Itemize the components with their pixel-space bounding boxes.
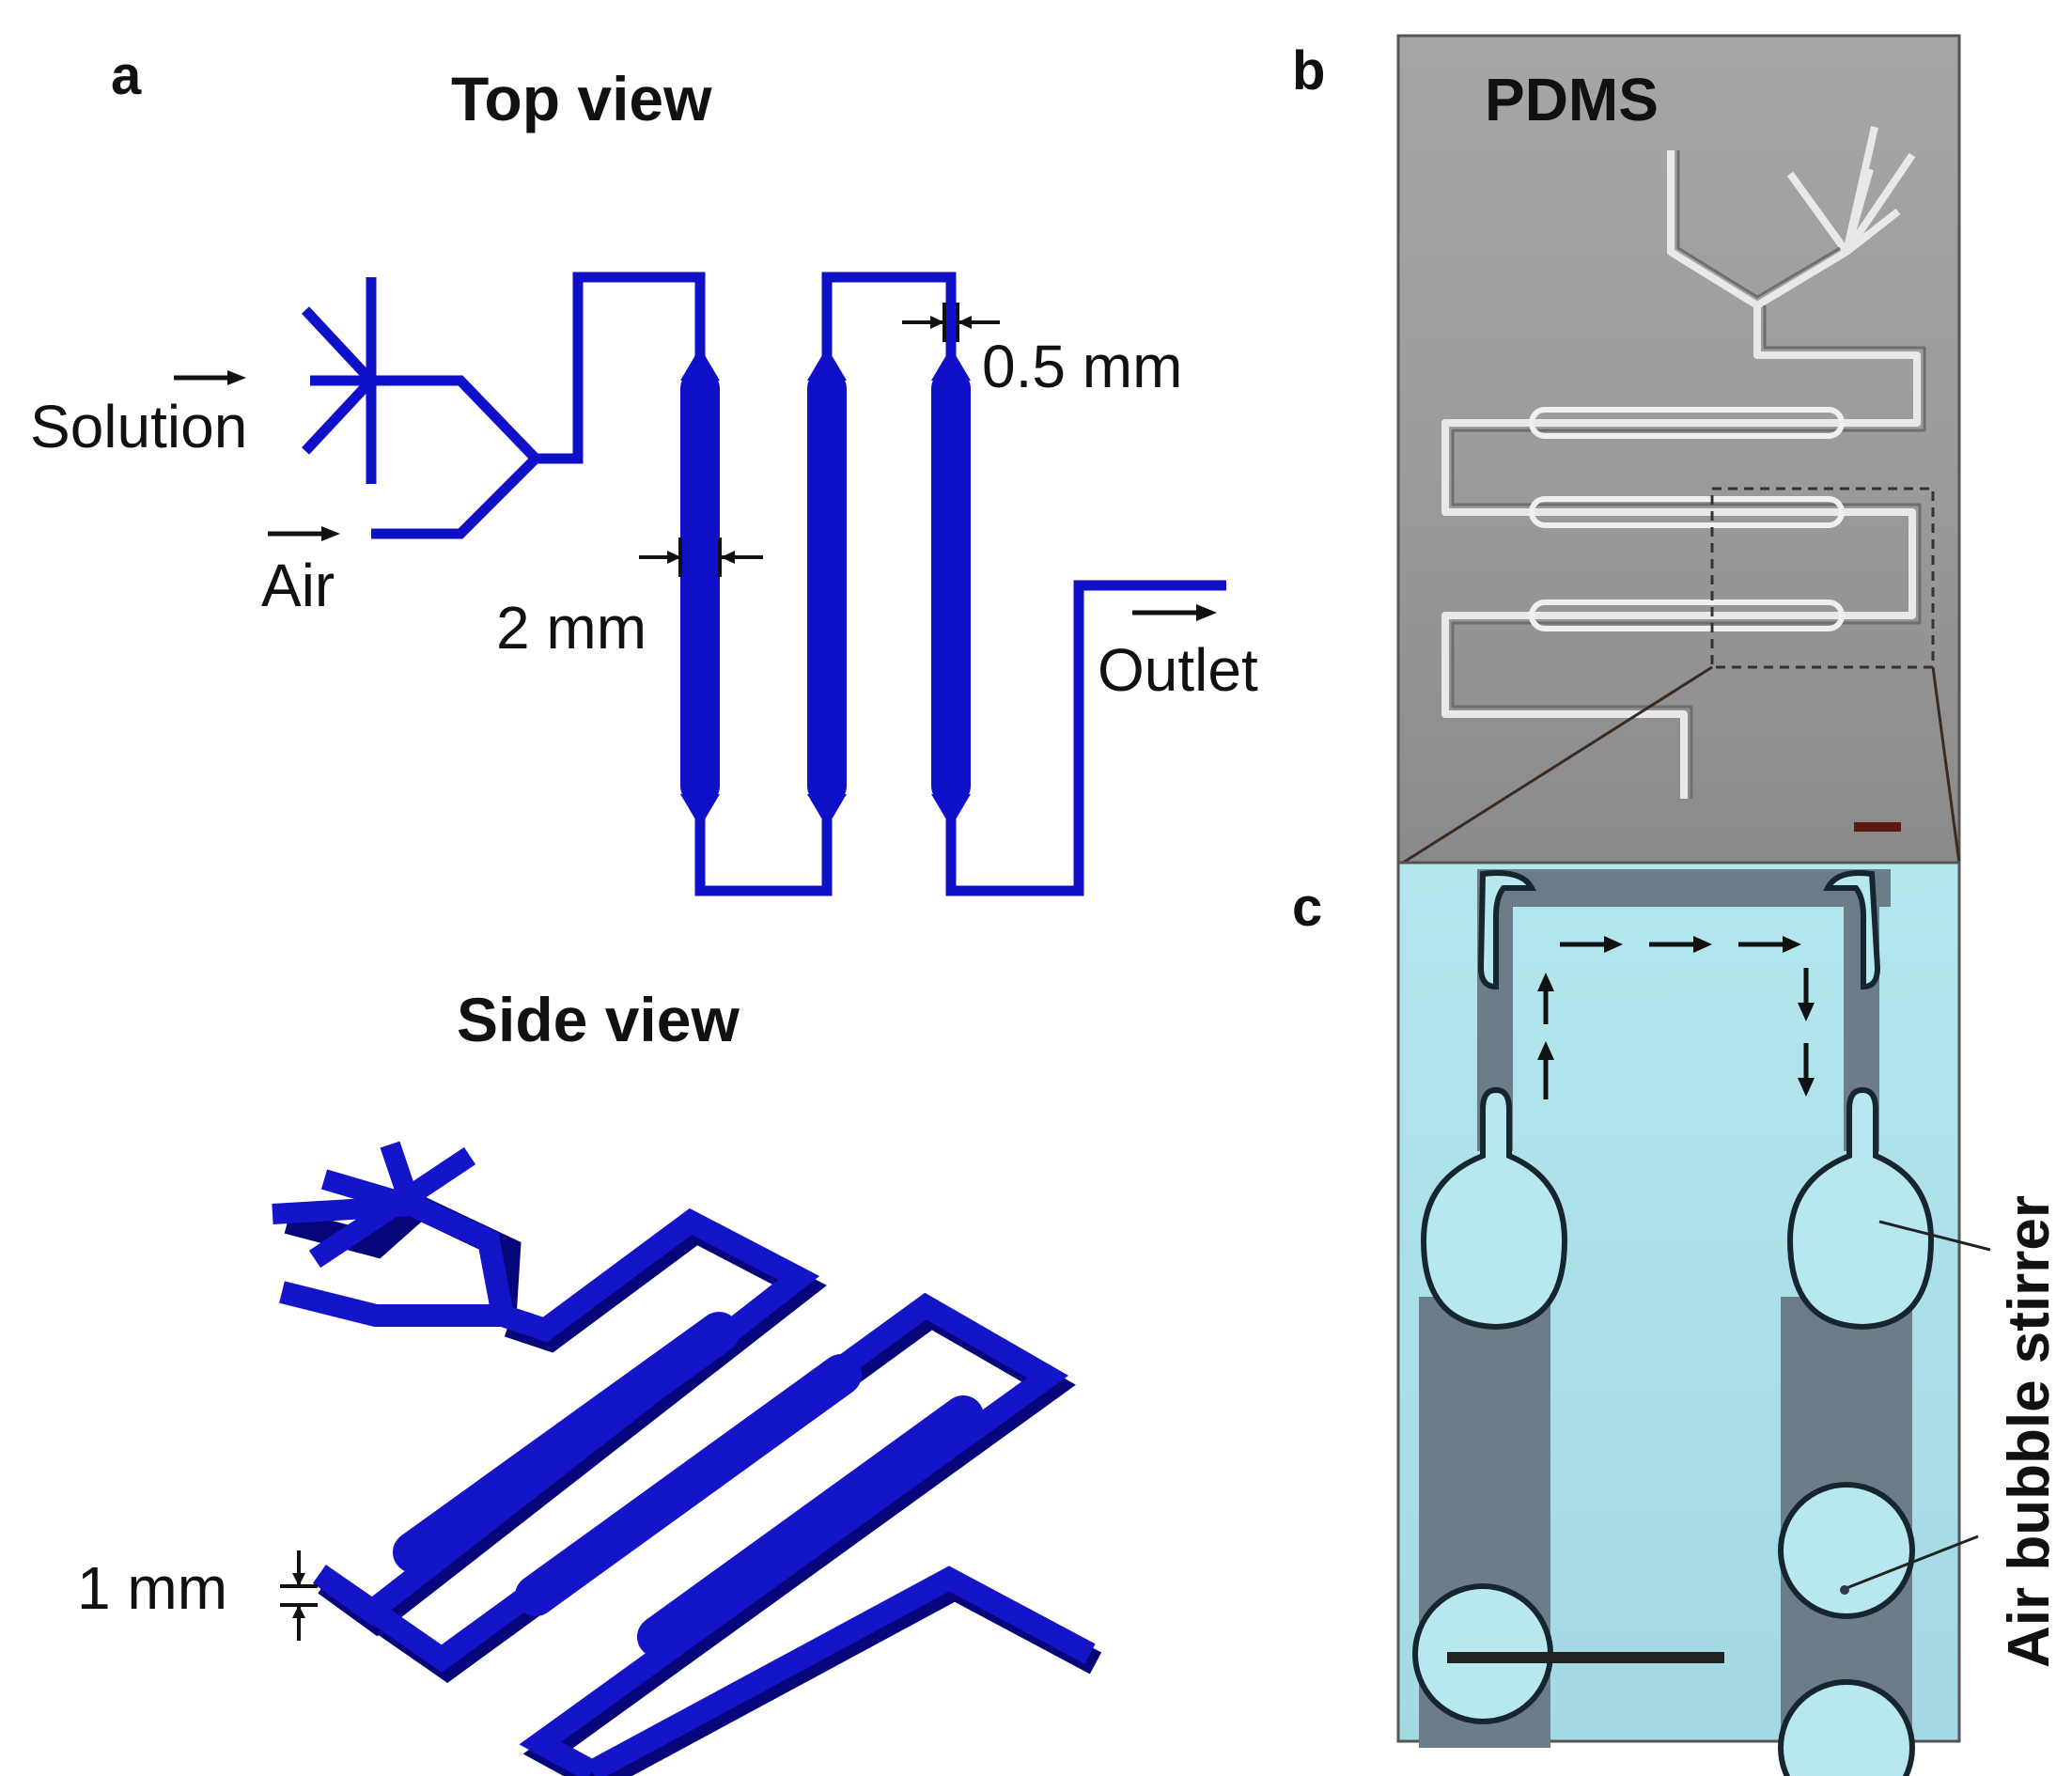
chamber-1 bbox=[680, 371, 720, 803]
panel-b: b PDMS bbox=[1292, 34, 1961, 865]
bubble-bottom-right bbox=[1778, 1482, 1915, 1619]
inlet-star-diag-down bbox=[301, 377, 376, 455]
air-bubble-stirrer-label: Air bubble stirrer bbox=[1997, 1195, 2062, 1668]
flow-arrow-right-3-head bbox=[1783, 936, 1801, 953]
air-inlet-label: Air bbox=[261, 526, 340, 619]
annotation-line-2 bbox=[1846, 1535, 1979, 1590]
bubble-stirrer-left bbox=[1420, 1086, 1568, 1331]
dim-2mm-left-head bbox=[667, 551, 681, 564]
chamber-3 bbox=[931, 371, 971, 803]
air-label: Air bbox=[261, 552, 335, 619]
zoom-line-right bbox=[1931, 666, 1961, 864]
side-view-inlet-star bbox=[272, 1141, 476, 1269]
height-dimension: 1 mm bbox=[77, 1550, 318, 1641]
chamber-2-bottom-taper bbox=[807, 794, 847, 819]
outlet-arrow-head bbox=[1196, 604, 1217, 621]
pdms-chambers bbox=[1529, 407, 1845, 631]
flow-arrow-up-2-head bbox=[1537, 973, 1554, 991]
solution-label: Solution bbox=[30, 393, 247, 460]
top-crossing-channel bbox=[1477, 869, 1891, 907]
dim-05mm-right-head bbox=[958, 316, 972, 329]
panel-c: c bbox=[1292, 861, 1991, 1776]
channel-width-dimension: 0.5 mm bbox=[902, 303, 1182, 400]
top-view-channel-network bbox=[301, 272, 1226, 896]
annotation-line-1 bbox=[1878, 1220, 1991, 1252]
chamber-3-bottom-taper bbox=[931, 794, 971, 819]
micrograph-scale-bar bbox=[1447, 1652, 1724, 1663]
chamber-1-top-taper bbox=[680, 355, 720, 381]
inlet-star-diag-up bbox=[301, 306, 376, 384]
chamber-3-top-taper bbox=[931, 355, 971, 381]
solution-channel bbox=[310, 375, 539, 462]
bubble-stirrer-right bbox=[1786, 1086, 1935, 1331]
side-view-chambers bbox=[393, 1312, 984, 1658]
side-chamber-2 bbox=[515, 1354, 862, 1616]
chamber-width-dimension: 2 mm bbox=[496, 537, 763, 662]
zoom-region-box bbox=[1710, 487, 1935, 669]
side-view-3d-network bbox=[272, 1141, 1102, 1776]
bubble-top-right-corner bbox=[1823, 870, 1881, 990]
zoom-line-left bbox=[1402, 665, 1713, 865]
flow-arrow-down-1-head bbox=[1798, 1003, 1815, 1021]
outlet-label: Outlet bbox=[1098, 636, 1258, 704]
air-channel bbox=[371, 455, 539, 539]
side-view-channels bbox=[279, 1195, 1096, 1776]
channel-width-label: 0.5 mm bbox=[982, 333, 1182, 400]
flow-arrow-right-2-head bbox=[1693, 936, 1712, 953]
flow-arrow-down-2-head bbox=[1798, 1078, 1815, 1097]
bubble-bottom-right-lower bbox=[1778, 1679, 1915, 1776]
dim-1mm-top-head bbox=[292, 1573, 305, 1586]
flow-arrows bbox=[1537, 936, 1815, 1099]
air-arrow-head bbox=[321, 526, 340, 541]
solution-inlet-label: Solution bbox=[30, 370, 247, 460]
side-view-title: Side view bbox=[457, 985, 740, 1054]
solution-arrow-head bbox=[227, 370, 246, 385]
panel-a: a Top view S bbox=[30, 45, 1258, 1776]
flow-arrow-right-1-head bbox=[1604, 936, 1623, 953]
air-bubbles bbox=[1412, 870, 1935, 1776]
pdms-scale-bar bbox=[1854, 822, 1901, 832]
side-chamber-3 bbox=[637, 1395, 984, 1658]
height-label: 1 mm bbox=[77, 1554, 227, 1622]
chamber-width-label: 2 mm bbox=[496, 594, 647, 662]
dim-2mm-right-head bbox=[721, 551, 735, 564]
dim-05mm-left-head bbox=[930, 316, 944, 329]
side-chamber-1 bbox=[393, 1312, 740, 1573]
pdms-channel-outline bbox=[1441, 126, 1921, 799]
panel-c-letter: c bbox=[1292, 877, 1322, 938]
pdms-label: PDMS bbox=[1485, 66, 1659, 133]
chamber-2-top-taper bbox=[807, 355, 847, 381]
chamber-2 bbox=[807, 371, 847, 803]
pdms-channel-shadow bbox=[1451, 150, 1926, 799]
flow-arrow-up-1-head bbox=[1537, 1041, 1554, 1060]
dim-1mm-bottom-head bbox=[292, 1605, 305, 1618]
outlet-label-group: Outlet bbox=[1098, 604, 1258, 704]
chamber-1-bottom-taper bbox=[680, 794, 720, 819]
bubble-top-left-corner bbox=[1477, 870, 1536, 990]
small-bubble-marker bbox=[1840, 1585, 1849, 1595]
top-view-title: Top view bbox=[451, 64, 712, 133]
panel-a-letter: a bbox=[111, 45, 142, 106]
panel-b-letter: b bbox=[1292, 40, 1325, 101]
